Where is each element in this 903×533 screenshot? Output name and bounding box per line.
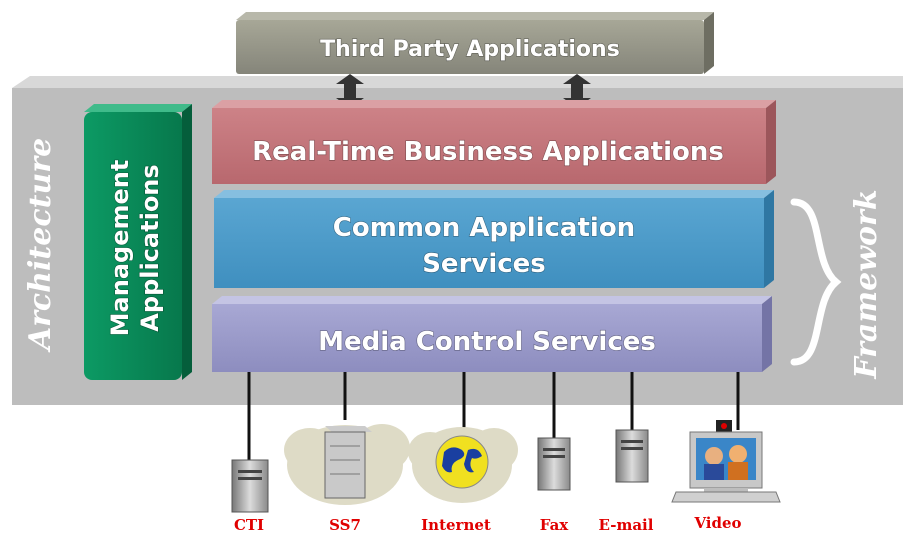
media-control-services-block: Media Control Services [212,296,772,372]
device-label-email: E-mail [599,516,654,533]
ss7-switch-icon [284,424,410,505]
connector-arrow-left [336,74,364,108]
fax-server-icon [537,437,571,491]
common-label-line1: Common Application [333,213,635,243]
common-application-services-block: Common Application Services [214,190,774,288]
management-applications-block: Management Applications [84,104,192,380]
third-party-label: Third Party Applications [320,37,620,62]
management-label-line2: Applications [136,164,164,331]
device-label-internet: Internet [421,516,491,533]
framework-label: Framework [849,189,884,379]
framework-brace [790,198,842,366]
device-label-video: Video [693,514,741,532]
device-label-fax: Fax [540,516,570,533]
internet-globe-icon [408,427,518,503]
connector-arrow-right [563,74,591,108]
email-server-icon [615,429,649,483]
cti-server-icon [231,459,269,513]
architecture-label: Architecture [23,138,58,353]
management-label-line1: Management [106,160,134,337]
device-label-cti: CTI [234,516,264,533]
media-control-label: Media Control Services [318,327,656,357]
video-terminal-icon [671,420,781,503]
common-label-line2: Services [422,249,546,279]
third-party-applications-block: Third Party Applications [236,12,714,74]
real-time-business-applications-block: Real-Time Business Applications [212,100,776,184]
device-label-ss7: SS7 [329,516,361,533]
real-time-label: Real-Time Business Applications [252,137,724,167]
